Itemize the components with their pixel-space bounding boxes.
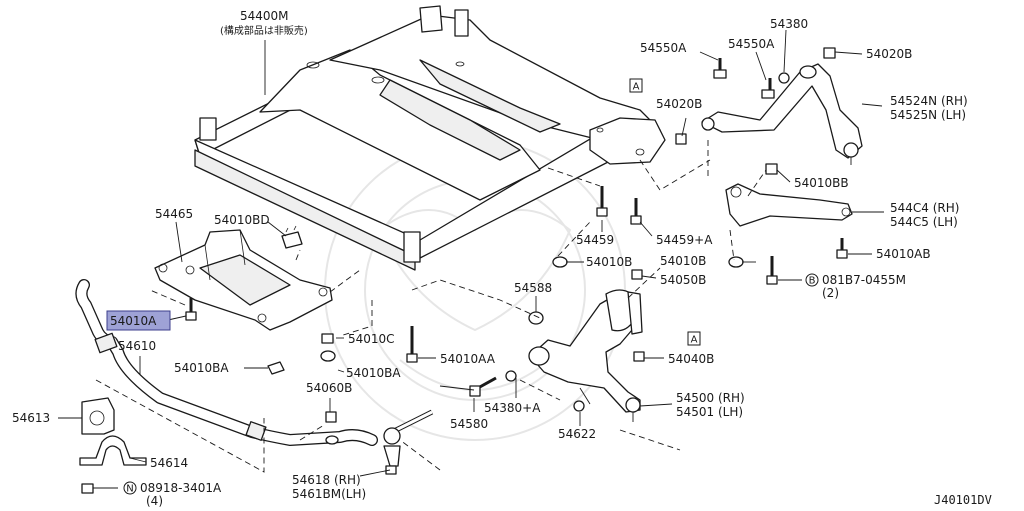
- label-nut-n: 08918-3401A: [140, 481, 222, 495]
- drawing-code: J40101DV: [934, 493, 992, 507]
- label-nut-010ab: 54010AB: [876, 247, 931, 261]
- label-clamp: 54614: [150, 456, 188, 470]
- label-frame-main: 54400M: [240, 9, 289, 23]
- label-washer-622: 54622: [558, 427, 596, 441]
- highlight-box: [106, 310, 171, 331]
- label-bolt-550a-left: 54550A: [640, 41, 687, 55]
- reference-marker-a-top: A: [629, 78, 643, 93]
- label-lower-arm-rh: 54500 (RH): [676, 391, 745, 405]
- label-nut-n-qty: (4): [146, 494, 163, 508]
- label-bolt-459: 54459: [576, 233, 614, 247]
- lower-link: [725, 183, 853, 227]
- label-nut-n-group: N 08918-3401A (4): [123, 481, 222, 508]
- lower-arm: [528, 289, 643, 422]
- leader-lines: [58, 29, 884, 489]
- reference-marker-a-bottom: A: [687, 331, 701, 346]
- label-nut-ba-center: 54010BA: [346, 366, 401, 380]
- label-bolt-b-code-group: B 081B7-0455M (2): [805, 273, 906, 300]
- stabilizer-link: [383, 409, 434, 475]
- label-nut-c: 54010C: [348, 332, 395, 346]
- svg-text:B: B: [809, 276, 816, 287]
- label-upper-arm-lh: 54525N (LH): [890, 108, 966, 122]
- label-frame-note: (構成部品は非販売): [220, 24, 308, 37]
- label-nut-010b-right: 54010B: [660, 254, 706, 268]
- label-bolt-580: 54580: [450, 417, 488, 431]
- label-nut-ba-left: 54010BA: [174, 361, 229, 375]
- subframe-bracket: [154, 229, 333, 331]
- label-link-rh: 54618 (RH): [292, 473, 361, 487]
- label-nut-020b-mid: 54020B: [656, 97, 702, 111]
- clip-part: [281, 225, 303, 249]
- label-bolt-aa: 54010AA: [440, 352, 496, 366]
- label-nut-060b: 54060B: [306, 381, 352, 395]
- front-subframe: [194, 5, 666, 271]
- stabilizer-bar: [75, 279, 378, 446]
- label-nut-010bb: 54010BB: [794, 176, 849, 190]
- upper-arm: [701, 63, 863, 165]
- label-nut-020b-top: 54020B: [866, 47, 912, 61]
- label-bolt-highlighted[interactable]: 54010A: [110, 314, 157, 328]
- label-lower-arm-lh: 54501 (LH): [676, 405, 743, 419]
- label-stabilizer-bar: 54610: [118, 339, 156, 353]
- guide-lines: [95, 140, 767, 473]
- bushing-clamp: [79, 435, 147, 466]
- part-labels: 54400M (構成部品は非販売) 54465 54010BD 54010A 5…: [12, 9, 992, 508]
- svg-text:N: N: [126, 484, 133, 495]
- label-bolt-459a: 54459+A: [656, 233, 713, 247]
- label-bolt-550a-right: 54550A: [728, 37, 775, 51]
- hardware: [81, 47, 848, 494]
- label-upper-arm-rh: 54524N (RH): [890, 94, 968, 108]
- label-bolt-b: 54010B: [586, 255, 632, 269]
- label-washer-380: 54380: [770, 17, 808, 31]
- svg-text:A: A: [691, 335, 698, 346]
- label-nut-040b: 54040B: [668, 352, 714, 366]
- label-bolt-380a: 54380+A: [484, 401, 541, 415]
- label-bolt-b-qty: (2): [822, 286, 839, 300]
- label-clip: 54010BD: [214, 213, 270, 227]
- label-nut-050b: 54050B: [660, 273, 706, 287]
- label-link-lh: 5461BM(LH): [292, 487, 366, 501]
- label-bracket-left: 54465: [155, 207, 193, 221]
- bushing: [81, 397, 115, 435]
- label-bushing: 54613: [12, 411, 50, 425]
- svg-text:A: A: [633, 82, 640, 93]
- label-nut-588: 54588: [514, 281, 552, 295]
- label-link-c4: 544C4 (RH): [890, 201, 959, 215]
- label-link-c5: 544C5 (LH): [890, 215, 958, 229]
- label-bolt-b-code: 081B7-0455M: [822, 273, 906, 287]
